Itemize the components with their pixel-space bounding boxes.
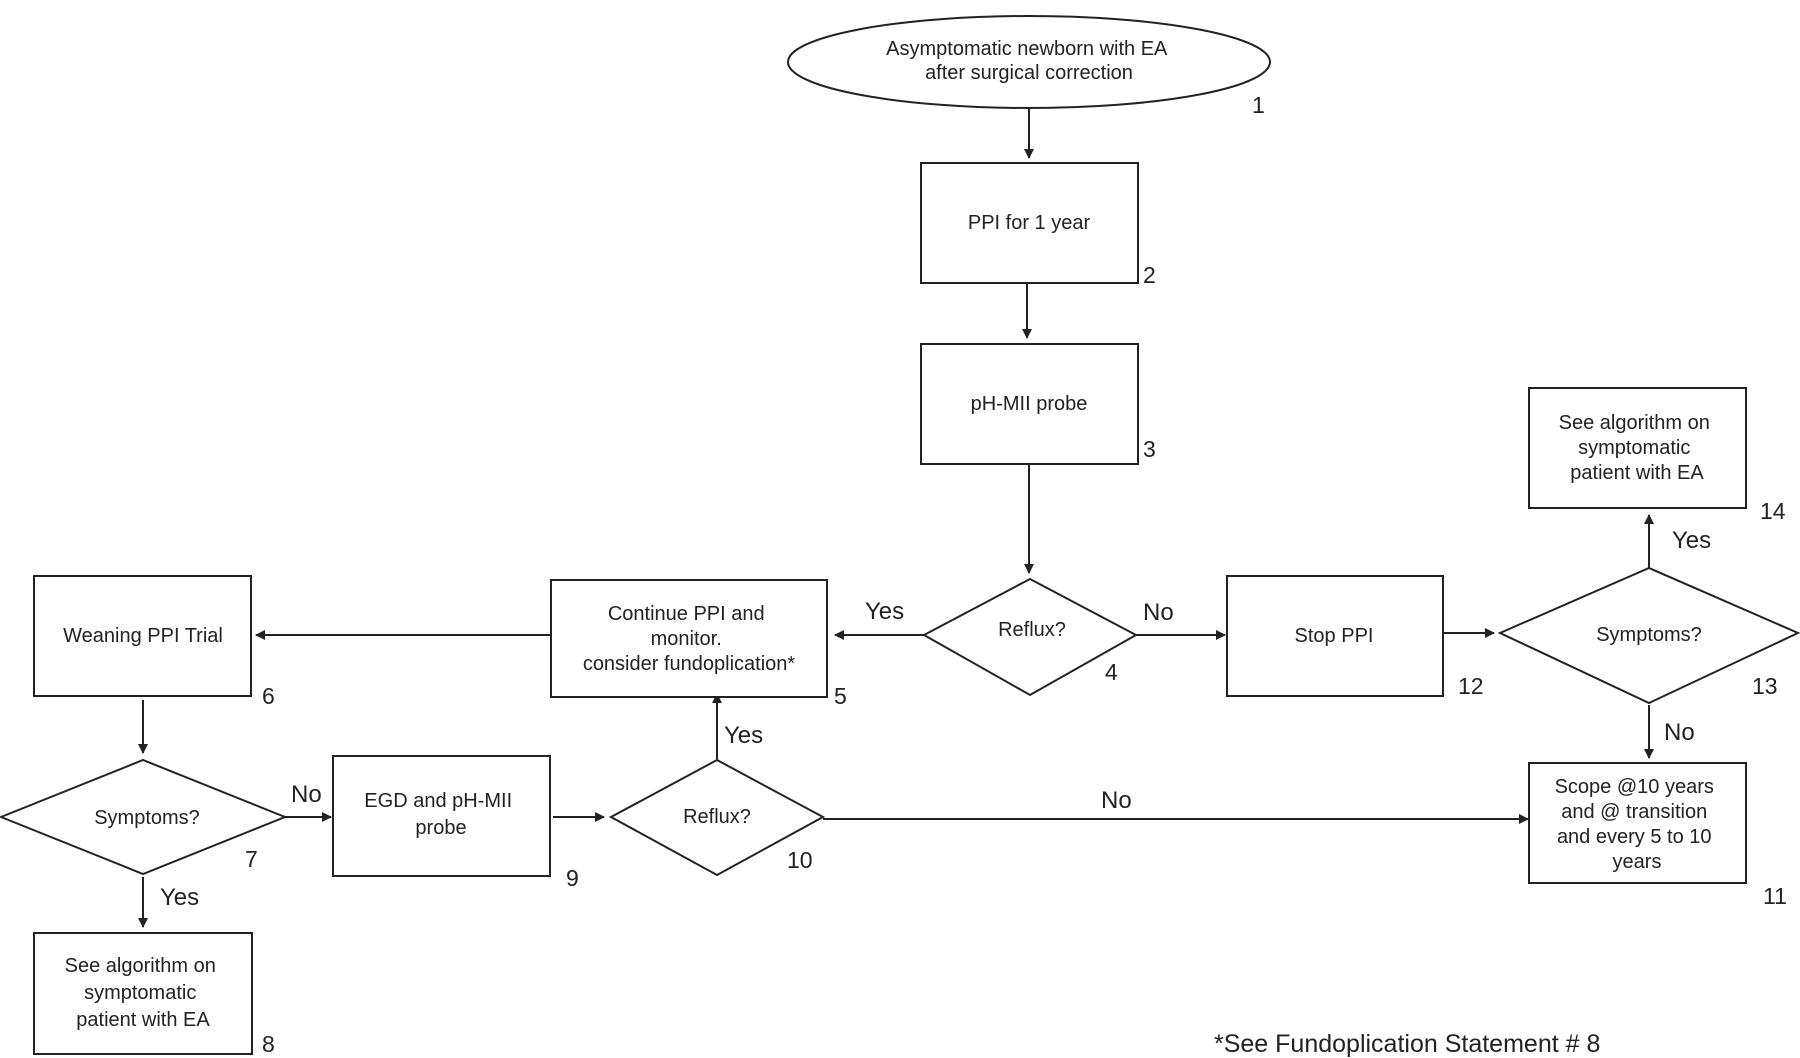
node-2-number: 2 (1143, 262, 1156, 288)
node-3-box (920, 343, 1139, 465)
node-9-box (332, 755, 551, 877)
node-11-label: Scope @10 years and @ transition and eve… (1555, 776, 1720, 873)
node-5-line-2: monitor. (651, 628, 722, 650)
node-14-see-algorithm: See algorithm on symptomatic patient wit… (1528, 387, 1786, 524)
node-6-line-1: Weaning PPI Trial (63, 625, 223, 647)
node-14-box (1528, 387, 1747, 509)
node-1-line-1: Asymptomatic newborn with EA (886, 38, 1168, 60)
node-6-number: 6 (262, 683, 275, 709)
node-5-box (550, 579, 828, 698)
footnote: *See Fundoplication Statement # 8 (1214, 1030, 1600, 1058)
node-9-number: 9 (566, 865, 579, 891)
node-5-number: 5 (834, 683, 847, 709)
node-11-number: 11 (1763, 883, 1787, 909)
node-7-diamond (0, 758, 288, 876)
edge-labels: Yes No No Yes Yes No Yes No (160, 527, 1711, 911)
node-8-line-2: symptomatic (84, 982, 196, 1004)
node-11-scope: Scope @10 years and @ transition and eve… (1528, 762, 1787, 909)
node-14-number: 14 (1760, 498, 1786, 524)
node-4-label: Reflux? (998, 619, 1066, 641)
node-5-continue-ppi: Continue PPI and monitor. consider fundo… (550, 579, 847, 709)
node-10-reflux-decision: Reflux? 10 (608, 758, 826, 877)
node-9-line-2: probe (415, 817, 466, 839)
node-13-label: Symptoms? (1596, 624, 1702, 646)
node-11-line-2: and @ transition (1561, 801, 1707, 823)
edge-label-reflux4-yes: Yes (865, 598, 904, 625)
node-13-symptoms-decision: Symptoms? 13 (1497, 566, 1800, 705)
node-7-label: Symptoms? (94, 807, 200, 829)
node-7-line-1: Symptoms? (94, 807, 200, 829)
node-10-label: Reflux? (683, 806, 751, 828)
node-6-label: Weaning PPI Trial (63, 625, 223, 647)
node-8-line-1: See algorithm on (65, 955, 216, 977)
node-14-line-1: See algorithm on (1559, 412, 1710, 434)
node-9-egd-ph-mii-probe: EGD and pH-MII probe 9 (332, 755, 579, 891)
node-12-line-1: Stop PPI (1295, 625, 1374, 647)
edge-label-symptoms13-no: No (1664, 719, 1695, 746)
node-8-label: See algorithm on symptomatic patient wit… (65, 955, 222, 1031)
node-3-ph-mii-probe: pH-MII probe 3 (920, 343, 1156, 465)
edge-label-symptoms7-yes: Yes (160, 884, 199, 911)
node-6-weaning-ppi-trial: Weaning PPI Trial 6 (33, 575, 275, 709)
node-4-line-1: Reflux? (998, 619, 1066, 641)
edge-label-reflux10-yes: Yes (724, 722, 763, 749)
node-11-box (1528, 762, 1747, 884)
node-14-line-2: symptomatic (1578, 437, 1690, 459)
node-12-box (1226, 575, 1444, 697)
node-2-label: PPI for 1 year (968, 212, 1091, 234)
node-9-line-1: EGD and pH-MII (364, 790, 512, 812)
node-8-number: 8 (262, 1031, 275, 1057)
node-13-line-1: Symptoms? (1596, 624, 1702, 646)
node-6-box (33, 575, 252, 697)
node-3-number: 3 (1143, 436, 1156, 462)
node-8-see-algorithm: See algorithm on symptomatic patient wit… (33, 932, 275, 1057)
node-11-line-3: and every 5 to 10 (1557, 826, 1712, 848)
edge-label-symptoms7-no: No (291, 781, 322, 808)
node-2-line-1: PPI for 1 year (968, 212, 1091, 234)
node-8-box (33, 932, 253, 1055)
node-11-line-4: years (1613, 851, 1662, 873)
node-5-line-3: consider fundoplication* (583, 653, 796, 675)
node-7-number: 7 (245, 846, 258, 872)
node-14-line-3: patient with EA (1570, 462, 1704, 484)
edge-label-reflux4-no: No (1143, 599, 1174, 626)
node-5-line-1: Continue PPI and (608, 603, 765, 625)
node-1-number: 1 (1252, 92, 1265, 118)
node-10-number: 10 (787, 847, 813, 873)
edge-label-symptoms13-yes: Yes (1672, 527, 1711, 554)
node-2-ppi-1-year: PPI for 1 year 2 (920, 162, 1156, 288)
node-13-number: 13 (1752, 673, 1778, 699)
node-12-number: 12 (1458, 673, 1484, 699)
node-4-number: 4 (1105, 659, 1118, 685)
node-14-label: See algorithm on symptomatic patient wit… (1559, 412, 1716, 484)
start-ellipse (787, 15, 1271, 109)
node-4-diamond (921, 577, 1139, 697)
node-2-box (920, 162, 1139, 284)
node-5-label: Continue PPI and monitor. consider fundo… (583, 603, 796, 675)
node-1-label: Asymptomatic newborn with EA after surgi… (886, 38, 1172, 84)
node-8-line-3: patient with EA (76, 1009, 210, 1031)
node-10-line-1: Reflux? (683, 806, 751, 828)
node-11-line-1: Scope @10 years (1555, 776, 1714, 798)
node-7-symptoms-decision: Symptoms? 7 (0, 758, 288, 876)
connectors (138, 108, 1654, 928)
edge-label-reflux10-no: No (1101, 787, 1132, 814)
node-10-diamond (608, 758, 826, 877)
node-1-start: Asymptomatic newborn with EA after surgi… (787, 15, 1271, 118)
node-1-line-2: after surgical correction (925, 62, 1133, 84)
node-3-label: pH-MII probe (971, 393, 1088, 415)
node-12-label: Stop PPI (1295, 625, 1374, 647)
node-3-line-1: pH-MII probe (971, 393, 1088, 415)
node-4-reflux-decision: Reflux? 4 (921, 577, 1139, 697)
node-12-stop-ppi: Stop PPI 12 (1226, 575, 1484, 699)
node-13-diamond (1497, 566, 1800, 705)
node-9-label: EGD and pH-MII probe (364, 790, 517, 839)
